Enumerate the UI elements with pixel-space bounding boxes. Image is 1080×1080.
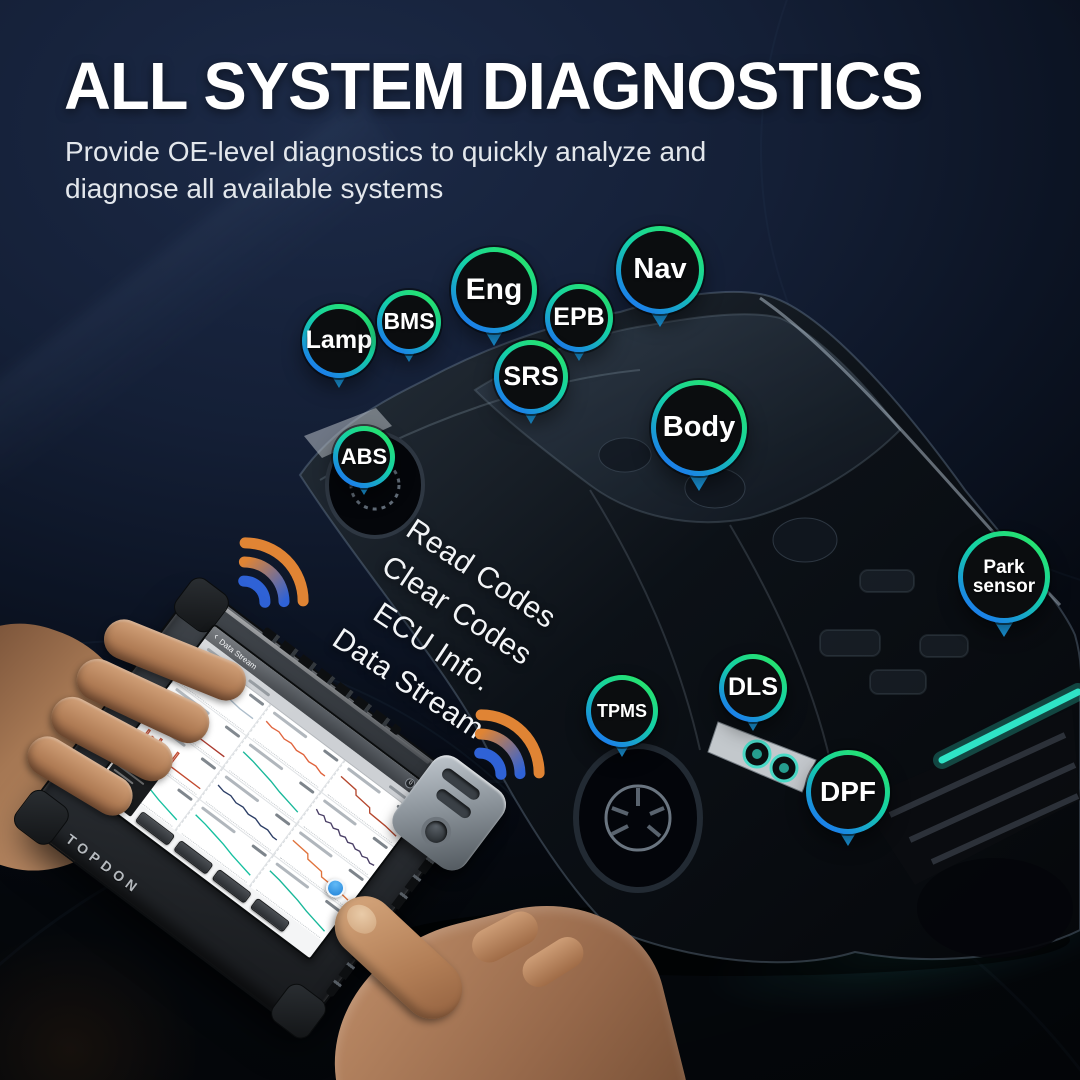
bubble-label: EPB: [553, 303, 605, 332]
bubble-label: SRS: [503, 361, 559, 392]
system-bubble-bms: BMS: [377, 290, 441, 354]
brand-label: TOPDON: [62, 830, 145, 898]
system-bubble-dls: DLS: [719, 654, 787, 722]
bubble-label: ABS: [340, 443, 388, 469]
bubble-label: TPMS: [596, 700, 647, 721]
bubble-label: Nav: [633, 253, 687, 286]
system-bubble-tpms: TPMS: [586, 675, 658, 747]
bubble-label: DLS: [728, 673, 778, 702]
system-bubble-epb: EPB: [545, 284, 613, 352]
system-bubble-abs: ABS: [333, 426, 395, 488]
bubble-label: Body: [662, 411, 736, 444]
system-bubble-dpf: DPF: [806, 750, 890, 834]
system-bubble-srs: SRS: [494, 340, 568, 414]
bolt: [420, 816, 452, 848]
corner-bumper: [266, 978, 331, 1044]
system-bubble-body: Body: [651, 380, 747, 476]
shadow: [0, 930, 200, 1080]
bubble-label: Eng: [465, 272, 523, 306]
page-subtitle: Provide OE-level diagnostics to quickly …: [65, 133, 706, 207]
bubble-label: Park sensor: [972, 556, 1036, 597]
bubble-label: BMS: [383, 308, 435, 335]
thumb-nail: [341, 898, 383, 940]
subtitle-line: diagnose all available systems: [65, 173, 444, 204]
system-bubble-eng: Eng: [451, 247, 537, 333]
system-bubble-lamp: Lamp: [302, 304, 376, 378]
system-bubble-park-sensor: Park sensor: [958, 531, 1050, 623]
bubble-label: Lamp: [305, 326, 373, 355]
bubble-label: DPF: [820, 775, 876, 807]
page-title: ALL SYSTEM DIAGNOSTICS: [64, 49, 923, 124]
front-wheel: [573, 743, 703, 893]
system-bubble-nav: Nav: [616, 226, 704, 314]
subtitle-line: Provide OE-level diagnostics to quickly …: [65, 136, 707, 167]
